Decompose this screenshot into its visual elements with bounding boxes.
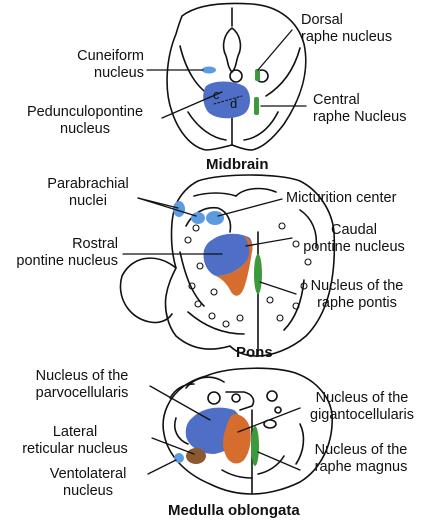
pedunculopontine-divider — [213, 95, 243, 105]
pedunculopontine-leader — [161, 91, 223, 119]
label-line: reticular nucleus — [22, 441, 128, 457]
lateral-reticular-nucleus-shape — [186, 448, 206, 464]
raphe-magnus-label: Nucleus of the raphe magnus — [302, 442, 420, 476]
label-line: Rostral — [72, 236, 118, 252]
micturition-center-label: Micturition center — [286, 190, 397, 206]
gigantocellularis-label: Nucleus of the gigantocellularis — [300, 390, 424, 424]
label-line: pontine nucleus — [303, 239, 405, 255]
midbrain-title: Midbrain — [206, 156, 269, 173]
label-line: nucleus — [60, 121, 110, 137]
ventrolateral-leader — [147, 459, 177, 475]
dorsal-raphe-leader — [257, 29, 293, 71]
raphe-pontis-leader — [259, 281, 297, 295]
medulla-title: Medulla oblongata — [168, 502, 300, 519]
label-line: raphe Nucleus — [313, 109, 407, 125]
micturition-center-shape — [206, 211, 224, 225]
micturition-leader — [217, 198, 283, 217]
raphe-magnus-shape — [251, 426, 259, 466]
parvocellularis-label: Nucleus of the parvocellularis — [16, 368, 148, 402]
label-line: gigantocellularis — [310, 407, 414, 423]
pons-title: Pons — [236, 344, 273, 361]
label-line: raphe pontis — [317, 295, 397, 311]
rostral-pontine-nucleus-shape — [203, 233, 253, 276]
midbrain-section-outline — [166, 2, 307, 151]
label-line: Ventolateral — [49, 466, 127, 482]
caudal-pontine-nucleus-label: Caudal pontine nucleus — [288, 222, 420, 256]
dorsal-raphe-nucleus-label: Dorsal raphe nucleus — [301, 12, 392, 46]
label-line: raphe nucleus — [301, 29, 393, 45]
label-line: Dorsal — [301, 12, 343, 28]
label-line: Central — [313, 92, 360, 108]
raphe-pontis-label: Nucleus of the raphe pontis — [298, 278, 416, 312]
label-line: nucleus — [94, 65, 144, 81]
label-line: Caudal — [331, 222, 377, 238]
caudal-pontine-leader — [245, 237, 293, 247]
label-line: nucleus — [63, 483, 113, 499]
pons-fiber-bundles — [184, 222, 312, 328]
parabrachial-nucleus-left-shape — [173, 201, 185, 217]
pedunculopontine-nucleus-label: Pedunculopontine nucleus — [12, 104, 158, 138]
subdivision-d-label: d — [230, 96, 237, 111]
gigantocellularis-nucleus-shape — [223, 414, 251, 464]
cuneiform-nucleus-shape — [202, 66, 216, 74]
label-line: pontine nucleus — [16, 253, 118, 269]
central-raphe-shape — [254, 97, 259, 115]
parabrachial-leader-b — [137, 197, 197, 217]
label-line: raphe magnus — [314, 459, 408, 475]
label-line: Nucleus of the — [35, 368, 129, 384]
label-line: Nucleus of the — [314, 442, 408, 458]
label-line: Parabrachial — [47, 176, 129, 192]
parabrachial-nuclei-label: Parabrachial nuclei — [30, 176, 146, 210]
parvocellularis-leader — [149, 385, 211, 421]
ventrolateral-nucleus-shape — [174, 453, 184, 463]
label-line: parvocellularis — [35, 385, 129, 401]
rostral-pontine-nucleus-label: Rostral pontine nucleus — [4, 236, 118, 270]
label-line: Nucleus of the — [310, 278, 404, 294]
parabrachial-nucleus-right-shape — [191, 212, 205, 224]
label-line: Lateral — [52, 424, 98, 440]
central-raphe-nucleus-label: Central raphe Nucleus — [313, 92, 407, 126]
medulla-section-outline — [162, 367, 333, 495]
label-line: nuclei — [69, 193, 107, 209]
caudal-pontine-nucleus-shape — [216, 236, 253, 296]
ventrolateral-nucleus-label: Ventolateral nucleus — [30, 466, 146, 500]
raphe-magnus-leader — [257, 451, 301, 471]
cuneiform-nucleus-label: Cuneiform nucleus — [48, 48, 144, 82]
label-line: Nucleus of the — [315, 390, 409, 406]
raphe-pontis-shape — [254, 254, 262, 294]
lateral-reticular-leader — [151, 437, 195, 455]
gigantocellularis-leader — [237, 407, 301, 433]
dorsal-raphe-shape — [255, 69, 260, 81]
lateral-reticular-nucleus-label: Lateral reticular nucleus — [0, 424, 150, 458]
label-line: Pedunculopontine — [26, 104, 144, 120]
label-line: Cuneiform — [77, 48, 144, 64]
